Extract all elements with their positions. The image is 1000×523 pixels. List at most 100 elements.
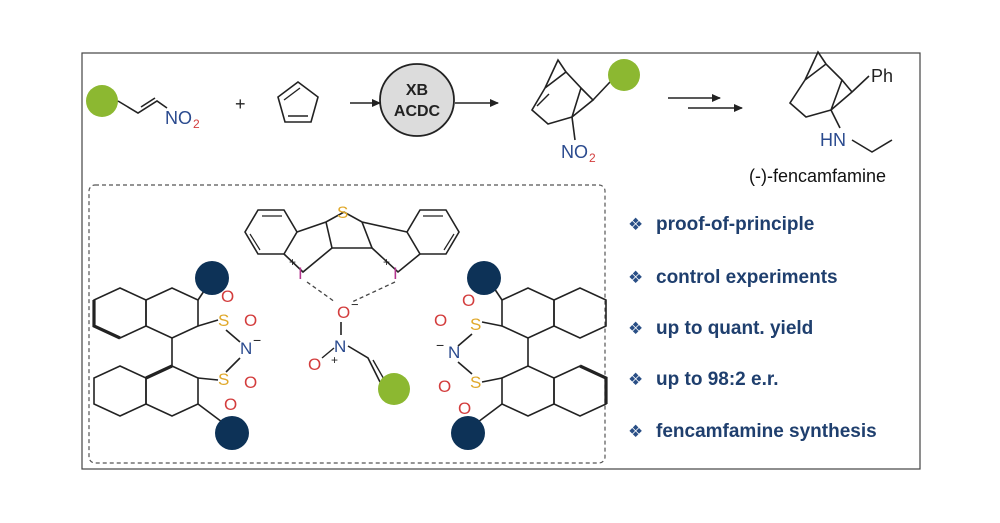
right-n-s-bond (457, 361, 473, 375)
right-benzo-inner-2 (443, 233, 455, 251)
catalyst-label-acdc: ACDC (394, 103, 441, 120)
left-lower-bold-edge (145, 364, 173, 380)
multistep-arrows (668, 94, 743, 112)
product-nitro-label: NO (561, 142, 588, 162)
outer-frame (81, 52, 921, 470)
right-o-top-a: O (462, 291, 475, 310)
nitro-o-top-charge: − (351, 297, 359, 312)
left-benzo-inner-2 (249, 233, 261, 251)
right-lower-ring-a (501, 365, 555, 417)
right-s-n-bond (457, 333, 473, 347)
left-navy-substituent-top (195, 261, 229, 295)
right-upper-ring-a (501, 287, 555, 339)
halogen-bond-model: S I + I + O − N + O (92, 203, 608, 450)
nitro-o-top: O (337, 303, 350, 322)
iodine-right-charge: + (383, 255, 390, 269)
right-s-top: S (470, 315, 481, 334)
substrate-green-substituent (378, 373, 410, 405)
bullet-text: up to quant. yield (656, 318, 813, 339)
left-o-top-a: O (221, 287, 234, 306)
bullet-glyph: ❖ (628, 422, 643, 442)
norbornene-adduct: NO 2 (530, 58, 640, 165)
left-n-s-bond (225, 357, 241, 373)
right-c-s-top (481, 321, 503, 327)
halogen-bond-right (351, 281, 396, 303)
right-s-bottom: S (470, 373, 481, 392)
left-lower-to-blue (197, 403, 223, 423)
iodine-right: I (393, 264, 398, 283)
diene-double-bond-1 (283, 87, 301, 101)
right-lower-bold-edge (579, 364, 608, 404)
right-upper-ring-b (553, 287, 607, 339)
catalyst-label-xb: XB (406, 82, 428, 99)
list-item: ❖ control experiments (628, 267, 838, 288)
right-n-charge: − (436, 337, 444, 353)
cyclopentadiene (277, 81, 319, 123)
highlights-list: ❖ proof-of-principle ❖ control experimen… (628, 214, 877, 442)
bond-to-green (592, 81, 611, 101)
reactant-nitro-subscript: 2 (193, 117, 200, 131)
right-lower-to-blue (477, 403, 503, 423)
iodine-left-charge: + (289, 255, 296, 269)
bullet-glyph: ❖ (628, 268, 643, 288)
reactant-nitro-label: NO (165, 108, 192, 128)
n-o-double-bond (321, 347, 335, 359)
catalyst-oval (379, 63, 455, 137)
plus-sign: + (235, 94, 246, 114)
right-navy-substituent-top (467, 261, 501, 295)
left-o-bottom-b: O (224, 395, 237, 414)
reaction-scheme: NO 2 + XB ACDC NO 2 (86, 50, 893, 186)
bullet-text: control experiments (656, 267, 838, 288)
left-c-s-bottom (197, 377, 219, 381)
bond-to-nh (830, 109, 841, 129)
left-o-top-b: O (244, 311, 257, 330)
right-disulfonimide: S O O N − S O O (434, 261, 608, 450)
right-iodolium-ring (371, 247, 421, 274)
right-n: N (448, 343, 460, 362)
right-o-bottom-b: O (458, 399, 471, 418)
left-s-top: S (218, 311, 229, 330)
left-iodolium-ring (283, 247, 333, 274)
right-o-top-b: O (434, 311, 447, 330)
norbornene-skeleton (530, 58, 595, 125)
cyclopentadiene-ring (277, 81, 319, 123)
product-green-substituent (608, 59, 640, 91)
right-o-bottom-a: O (438, 377, 451, 396)
list-item: ❖ up to 98:2 e.r. (628, 369, 778, 390)
bullet-glyph: ❖ (628, 370, 643, 390)
nitro-n-charge: + (331, 353, 338, 367)
right-c-s-bottom (481, 377, 503, 383)
right-benzo-ring (406, 209, 460, 255)
final-ph-label: Ph (871, 66, 893, 86)
list-item: ❖ up to quant. yield (628, 318, 813, 339)
product-nitro-subscript: 2 (589, 151, 596, 165)
iodine-left: I (298, 264, 303, 283)
catalyst-arrow: XB ACDC (350, 63, 499, 137)
bound-nitroalkene: O − N + O (308, 297, 410, 405)
left-disulfonimide: S O O N − S O O (92, 261, 261, 450)
final-compound-name: (-)-fencamfamine (749, 166, 886, 186)
left-benzo-ring (244, 209, 298, 255)
catalyst-model-box (88, 184, 606, 464)
list-item: ❖ proof-of-principle (628, 214, 814, 235)
left-c-s-top (197, 319, 219, 327)
nitroalkene-reactant: NO 2 (86, 85, 200, 131)
thiophene-sulfur: S (337, 203, 348, 222)
left-o-bottom-a: O (244, 373, 257, 392)
left-upper-ring-a (145, 287, 199, 339)
nitro-n: N (334, 337, 346, 356)
alkene-double-bond (140, 97, 156, 108)
left-n: N (240, 339, 252, 358)
left-n-charge: − (253, 332, 261, 348)
left-lower-ring-b (93, 365, 147, 417)
fencamfamine-structure: Ph HN (-)-fencamfamine (749, 50, 893, 186)
bullet-text: fencamfamine synthesis (656, 421, 877, 442)
nitroalkene-bonds (117, 100, 168, 114)
bullet-glyph: ❖ (628, 319, 643, 339)
fencamfamine-skeleton (788, 50, 870, 118)
bullet-text: proof-of-principle (656, 214, 814, 235)
bullet-text: up to 98:2 e.r. (656, 369, 778, 390)
thiophene-ring (296, 211, 408, 249)
aryl-substituent-green (86, 85, 118, 117)
